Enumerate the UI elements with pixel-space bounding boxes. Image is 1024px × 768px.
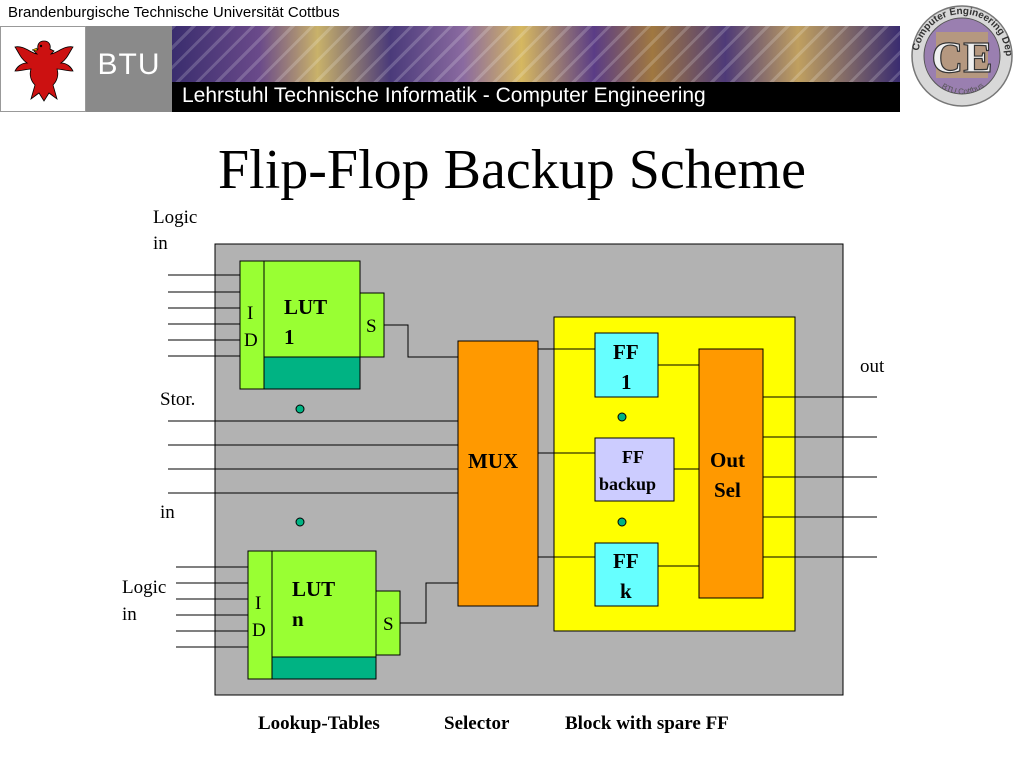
ff-backup-block	[594, 437, 675, 502]
ce-letters: CE	[931, 33, 992, 82]
ff-ellipsis-dot	[617, 412, 627, 422]
out-wires	[763, 396, 877, 558]
mux-label: MUX	[468, 449, 519, 473]
lutn-s-block	[375, 590, 401, 656]
lut1-label-1: LUT	[284, 295, 328, 319]
outsel-label-1: Out	[710, 448, 746, 472]
lut1-id-block	[239, 260, 265, 390]
lut-ellipsis-dot	[295, 517, 305, 527]
logic-in-top-wires	[168, 274, 240, 357]
logic-in-bottom-wires	[176, 566, 248, 648]
ff1-block	[594, 332, 659, 398]
lutn-mux-wire	[400, 582, 458, 624]
ff1-label-1: FF	[613, 340, 639, 364]
out-label: out	[860, 356, 885, 377]
lut1-s-label: S	[366, 316, 377, 337]
lut1-s-block	[359, 292, 385, 358]
lutn-id-label-1: I	[255, 593, 262, 614]
caption-lookup-tables: Lookup-Tables	[258, 713, 380, 734]
ff-outsel-wires	[658, 364, 699, 567]
ffk-block	[594, 542, 659, 607]
lut1-bottom-block	[263, 356, 361, 390]
eagle-icon	[14, 40, 74, 102]
lutn-s-label: S	[383, 614, 394, 635]
mux-block	[457, 340, 539, 607]
logic-in-bottom-label-2: in	[122, 604, 137, 625]
brandenburg-eagle-logo	[0, 26, 86, 112]
ffk-label-1: FF	[613, 549, 639, 573]
ffk-label-2: k	[620, 579, 632, 603]
lutn-id-block	[247, 550, 273, 680]
circuit-banner-image	[172, 26, 900, 86]
lut1-mux-wire	[384, 324, 458, 358]
chair-bar	[172, 82, 900, 112]
lut1-id-label-2: D	[244, 330, 258, 351]
mux-ff-wires	[538, 348, 595, 558]
stor-label: Stor.	[160, 389, 196, 410]
logic-in-bottom-label-1: Logic	[122, 577, 167, 598]
lutn-bottom-block	[271, 656, 377, 680]
lutn-label-2: n	[292, 607, 304, 631]
logic-in-top-label-2: in	[153, 233, 168, 254]
logic-in-top-label-1: Logic	[153, 207, 198, 228]
outsel-block	[698, 348, 764, 599]
ff-backup-label-1: FF	[622, 447, 644, 467]
ff1-label-2: 1	[621, 370, 632, 394]
circuit-banner-pattern	[172, 26, 900, 86]
outsel-label-2: Sel	[714, 478, 741, 502]
university-name: Brandenburgische Technische Universität …	[8, 4, 340, 21]
lut1-label-2: 1	[284, 325, 295, 349]
chair-name: Lehrstuhl Technische Informatik - Comput…	[182, 84, 706, 107]
stor-in-wires	[168, 420, 458, 494]
btu-logo-box	[86, 26, 172, 112]
in-label: in	[160, 502, 175, 523]
ce-badge-icon: CE Computer Engineering Dept. BTU Cottbu…	[898, 0, 1014, 107]
ff-backup-label-2: backup	[599, 474, 657, 494]
lut1-block	[263, 260, 361, 358]
lutn-block	[271, 550, 377, 658]
lut1-id-label-1: I	[247, 303, 254, 324]
lut-ellipsis-dot	[295, 404, 305, 414]
ce-logo: CE Computer Engineering Dept. BTU Cottbu…	[898, 0, 1024, 112]
lutn-id-label-2: D	[252, 620, 266, 641]
ff-ellipsis-dot	[617, 517, 627, 527]
lutn-label-1: LUT	[292, 577, 336, 601]
caption-block-with-spare-ff: Block with spare FF	[565, 713, 729, 734]
btu-logo-text: BTU	[97, 48, 161, 81]
caption-selector: Selector	[444, 713, 510, 734]
slide-title: Flip-Flop Backup Scheme	[218, 139, 806, 201]
